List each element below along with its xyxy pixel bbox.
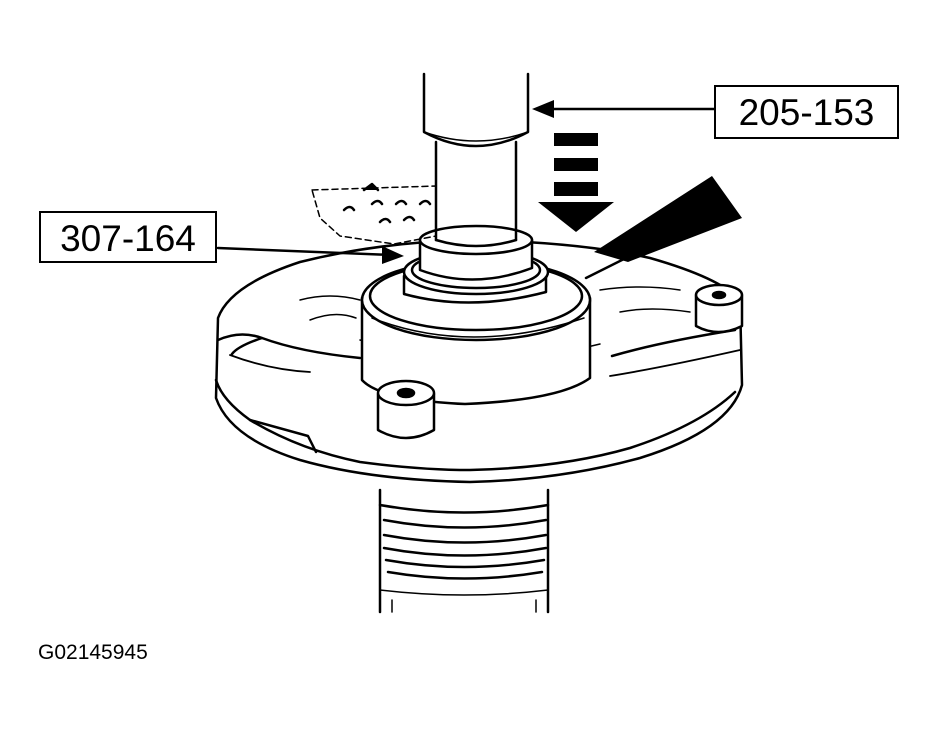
leader-line-307-164: [216, 246, 404, 264]
strut-body: [378, 488, 550, 614]
leader-line-205-153: [532, 100, 716, 118]
diagonal-pointer-arrow: [594, 176, 742, 262]
press-direction-arrow: [538, 133, 614, 232]
press-rod: [422, 72, 530, 248]
center-hub: [360, 224, 592, 406]
figure-id: G02145945: [38, 641, 148, 664]
bolt-left: [376, 379, 436, 440]
callout-307-164: 307-164: [39, 211, 217, 263]
diagonal-arrow-tip-line: [584, 244, 652, 280]
callout-205-153: 205-153: [714, 85, 899, 139]
bolt-right: [694, 283, 744, 334]
insulator-debris: [311, 182, 437, 245]
